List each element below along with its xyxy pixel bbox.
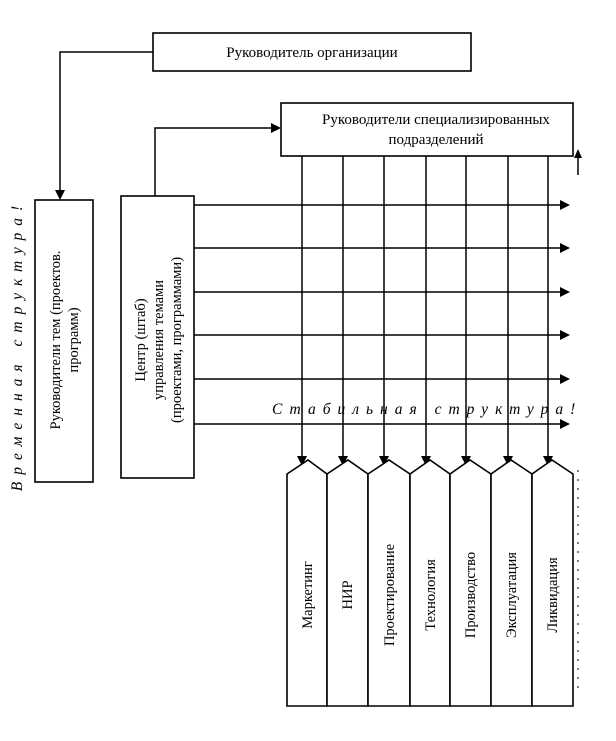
department-label-production: Производство	[463, 552, 479, 638]
temporary-structure-label: Временная структура!	[9, 199, 26, 491]
department-label-research: НИР	[340, 580, 356, 609]
vertical-arrow-head-2	[338, 456, 348, 466]
center-label-line3: (проектами, программами)	[169, 257, 185, 423]
topic-leaders-label-line1: Руководители тем (проектов.	[48, 251, 64, 430]
department-columns	[286, 459, 574, 707]
center-box	[120, 195, 195, 479]
specialized-heads-label-line2: подразделений	[388, 132, 483, 148]
stable-structure-label: Стабильная структура!	[272, 401, 582, 418]
arrow-to-topic-leaders	[55, 190, 65, 200]
department-label-marketing: Маркетинг	[300, 561, 316, 629]
vertical-arrow-head-3	[379, 456, 389, 466]
center-to-specialized-line	[154, 127, 273, 196]
horizontal-arrow-head-6	[560, 419, 570, 429]
department-label-technology: Технология	[423, 559, 439, 631]
horizontal-arrows	[194, 200, 570, 429]
topic-leaders-box	[34, 199, 94, 483]
center-label-line1: Центр (штаб)	[133, 298, 149, 381]
head-to-topic-leaders-line	[59, 51, 153, 192]
arrow-to-specialized-box	[271, 123, 281, 133]
specialized-heads-box	[280, 102, 574, 157]
department-label-liquidation: Ликвидация	[545, 557, 561, 633]
head-of-organization-box	[152, 32, 472, 72]
head-of-organization-label: Руководитель организации	[226, 45, 397, 61]
horizontal-arrow-head-1	[560, 200, 570, 210]
department-label-operation: Эксплуатация	[504, 552, 520, 638]
horizontal-arrow-head-3	[560, 287, 570, 297]
horizontal-arrow-head-2	[560, 243, 570, 253]
horizontal-arrow-head-5	[560, 374, 570, 384]
vertical-arrow-head-6	[503, 456, 513, 466]
vertical-arrow-head-5	[461, 456, 471, 466]
department-box-liquidation	[531, 459, 574, 707]
vertical-arrows	[297, 156, 553, 466]
vertical-arrow-head-4	[421, 456, 431, 466]
center-label-line2: управления темами	[151, 280, 167, 400]
vertical-arrow-head-7	[543, 456, 553, 466]
up-arrow-head	[574, 149, 582, 158]
topic-leaders-label-line2: программ)	[66, 307, 82, 372]
specialized-heads-label-line1: Руководители специализированных	[322, 112, 550, 128]
horizontal-arrow-head-4	[560, 330, 570, 340]
vertical-arrow-head-1	[297, 456, 307, 466]
department-label-design: Проектирование	[382, 544, 398, 646]
